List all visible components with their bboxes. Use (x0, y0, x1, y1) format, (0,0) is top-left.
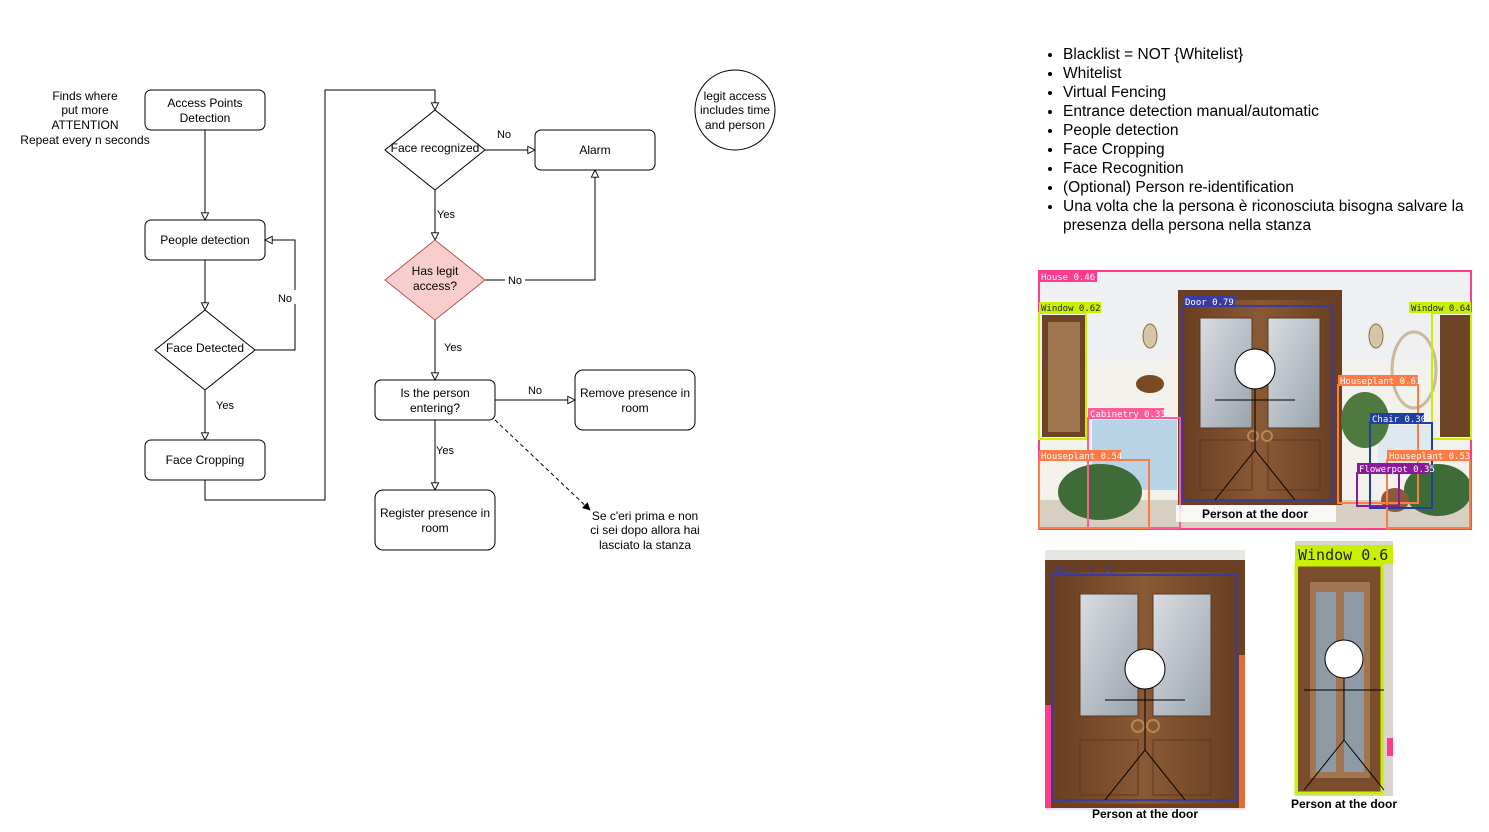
note-line-3: ATTENTION (51, 118, 118, 132)
node-has-legit-access[interactable]: Has legit access? (384, 239, 486, 321)
legit-circle-line2: includes time (700, 103, 770, 117)
svg-text:Window 0.6: Window 0.6 (1298, 546, 1388, 564)
bullet-item: Whitelist (1063, 64, 1483, 83)
stick-figure-crop2 (1303, 639, 1385, 791)
svg-text:Flowerpot 0.35: Flowerpot 0.35 (1359, 465, 1435, 475)
node-alarm-label: Alarm (579, 143, 610, 157)
label-no-legit: No (508, 275, 522, 287)
det-tag-door: Door 0.79 (1183, 296, 1235, 308)
svg-text:Door 0.79: Door 0.79 (1055, 563, 1115, 576)
node-access-points-line1: Access Points (167, 96, 242, 110)
note-line-1: Finds where (52, 89, 118, 103)
label-no-facedetected: No (278, 293, 292, 305)
crop-window-image: Window 0.6 Person at the door (1291, 541, 1397, 811)
node-face-detected-label: Face Detected (166, 341, 244, 355)
node-people-detection[interactable]: People detection (144, 219, 266, 261)
legit-circle-line1: legit access (704, 89, 767, 103)
node-entering-line1: Is the person (400, 386, 469, 400)
label-yes-facedetected: Yes (216, 400, 234, 412)
edge-cropping-to-recognized (204, 89, 435, 501)
det-tag-houseplant-right: Houseplant 0.53 (1387, 450, 1470, 462)
label-yes-entering: Yes (436, 445, 454, 457)
det-tag-chair: Chair 0.30 (1370, 413, 1426, 425)
node-face-cropping-label: Face Cropping (166, 453, 245, 467)
node-legit-line1: Has legit (412, 264, 459, 278)
bullet-item: People detection (1063, 121, 1483, 140)
det-tag-window-left: Window 0.62 (1039, 302, 1101, 314)
node-alarm[interactable]: Alarm (534, 129, 656, 171)
node-entering-line2: entering? (410, 401, 460, 415)
legit-circle-line3: and person (705, 118, 765, 132)
node-register-presence[interactable]: Register presence in room (374, 489, 496, 551)
node-remove-presence[interactable]: Remove presence in room (574, 369, 696, 431)
svg-text:Window 0.62: Window 0.62 (1041, 304, 1101, 314)
stick-figure-main (1214, 348, 1296, 501)
label-yes-recognized: Yes (437, 209, 455, 221)
svg-text:Cabinetry 0.33: Cabinetry 0.33 (1090, 410, 1166, 420)
bullet-item: Face Recognition (1063, 159, 1483, 178)
node-face-cropping[interactable]: Face Cropping (144, 439, 266, 481)
svg-text:Window 0.64: Window 0.64 (1411, 304, 1471, 314)
node-face-recognized[interactable]: Face recognized (384, 109, 486, 191)
bullet-item: Virtual Fencing (1063, 83, 1483, 102)
bullet-item: Face Cropping (1063, 140, 1483, 159)
svg-text:Houseplant 0.53: Houseplant 0.53 (1389, 452, 1470, 462)
node-face-recognized-label: Face recognized (391, 141, 480, 155)
dashed-note-line3: lasciato la stanza (599, 538, 691, 552)
crop2-det-tag-window: Window 0.6 (1295, 545, 1393, 564)
det-tag-houseplant-right-top: Houseplant 0.61 (1338, 375, 1421, 387)
stick-figure-crop1 (1104, 648, 1186, 801)
svg-text:Chair 0.30: Chair 0.30 (1372, 415, 1426, 425)
node-legit-line2: access? (413, 279, 457, 293)
node-people-detection-label: People detection (160, 233, 249, 247)
label-yes-legit: Yes (444, 342, 462, 354)
edge-labels: No Yes No Yes No Yes No Yes (216, 129, 542, 457)
node-access-points[interactable]: Access Points Detection (144, 89, 266, 131)
bullet-item: Entrance detection manual/automatic (1063, 102, 1483, 121)
flow-edges (204, 89, 595, 511)
node-access-points-line2: Detection (180, 111, 231, 125)
det-tag-cabinetry: Cabinetry 0.33 (1088, 408, 1166, 420)
edge-dashed-to-note (494, 419, 591, 511)
note-line-2: put more (61, 103, 109, 117)
svg-text:Houseplant 0.61: Houseplant 0.61 (1340, 377, 1421, 387)
det-tag-houseplant-left: Houseplant 0.54 (1039, 450, 1122, 462)
det-tag-window-right: Window 0.64 (1409, 302, 1471, 314)
dashed-note-line1: Se c'eri prima e non (592, 509, 698, 523)
main-caption: Person at the door (1202, 507, 1308, 521)
node-remove-line2: room (621, 401, 648, 415)
node-face-detected[interactable]: Face Detected (154, 309, 256, 391)
det-tag-flowerpot: Flowerpot 0.35 (1357, 463, 1435, 475)
node-register-line2: room (421, 521, 448, 535)
dashed-note: Se c'eri prima e non ci sei dopo allora … (590, 509, 699, 552)
det-tag-house: House 0.46 (1039, 271, 1097, 283)
bullet-item: (Optional) Person re-identification (1063, 178, 1483, 197)
svg-text:Door 0.79: Door 0.79 (1185, 298, 1234, 308)
requirements-list: Blacklist = NOT {Whitelist} Whitelist Vi… (1045, 45, 1483, 235)
dashed-note-line2: ci sei dopo allora hai (590, 523, 699, 537)
node-remove-line1: Remove presence in (580, 386, 690, 400)
note-top-left: Finds where put more ATTENTION Repeat ev… (20, 89, 149, 147)
note-line-4: Repeat every n seconds (20, 133, 149, 147)
crop2-caption: Person at the door (1291, 797, 1397, 811)
crop1-caption: Person at the door (1092, 807, 1198, 821)
node-legit-circle[interactable]: legit access includes time and person (694, 69, 776, 151)
label-no-recognized: No (497, 129, 511, 141)
crop-door-image: Door 0.79 Person at the door (1045, 550, 1245, 821)
main-detection-image: House 0.46 Window 0.62 Door 0.79 Window … (1038, 270, 1472, 530)
crop1-det-tag-door: Door 0.79 (1055, 563, 1115, 576)
svg-text:Houseplant 0.54: Houseplant 0.54 (1041, 452, 1122, 462)
label-no-entering: No (528, 385, 542, 397)
node-register-line1: Register presence in (380, 506, 490, 520)
node-is-entering[interactable]: Is the person entering? (374, 379, 496, 421)
edge-legit-no-to-alarm (485, 170, 595, 281)
svg-text:House 0.46: House 0.46 (1041, 273, 1095, 283)
bullet-item: Una volta che la persona è riconosciuta … (1063, 197, 1483, 235)
bullet-item: Blacklist = NOT {Whitelist} (1063, 45, 1483, 64)
